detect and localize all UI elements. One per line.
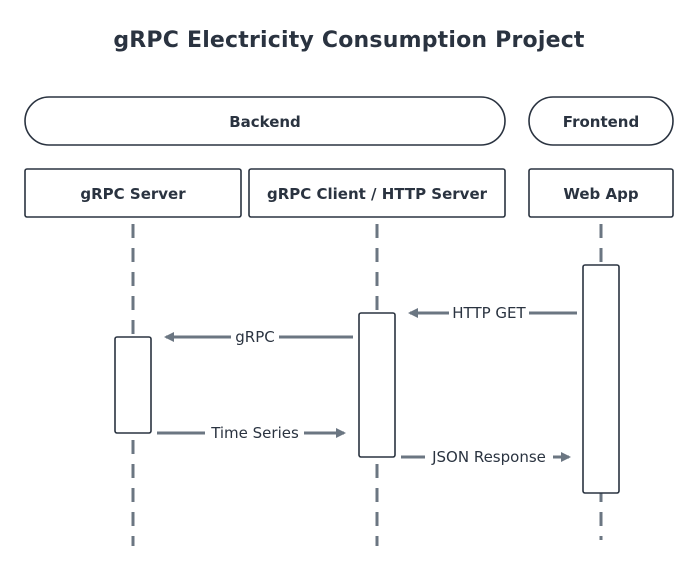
activation-grpc-client: [358, 312, 396, 458]
message-grpc: gRPC: [164, 328, 353, 346]
message-grpc-label: gRPC: [235, 328, 274, 346]
message-http-get-label: HTTP GET: [452, 304, 526, 322]
participant-grpc-client: gRPC Client / HTTP Server: [248, 168, 506, 218]
activation-grpc-server: [114, 336, 152, 434]
message-time-series: Time Series: [157, 424, 346, 442]
participant-grpc-server-label: gRPC Server: [80, 185, 186, 203]
participant-web-app-label: Web App: [563, 185, 638, 203]
participant-web-app: Web App: [528, 168, 674, 218]
group-backend: Backend: [24, 96, 506, 146]
message-json-response-label: JSON Response: [431, 448, 546, 466]
message-json-response: JSON Response: [401, 448, 571, 466]
message-http-get: HTTP GET: [408, 304, 577, 322]
group-backend-label: Backend: [229, 113, 301, 131]
group-frontend-label: Frontend: [563, 113, 639, 131]
activation-web-app: [582, 264, 620, 494]
diagram-title: gRPC Electricity Consumption Project: [113, 28, 585, 53]
participant-grpc-client-label: gRPC Client / HTTP Server: [267, 185, 488, 203]
message-time-series-label: Time Series: [210, 424, 299, 442]
participant-grpc-server: gRPC Server: [24, 168, 242, 218]
group-frontend: Frontend: [528, 96, 674, 146]
